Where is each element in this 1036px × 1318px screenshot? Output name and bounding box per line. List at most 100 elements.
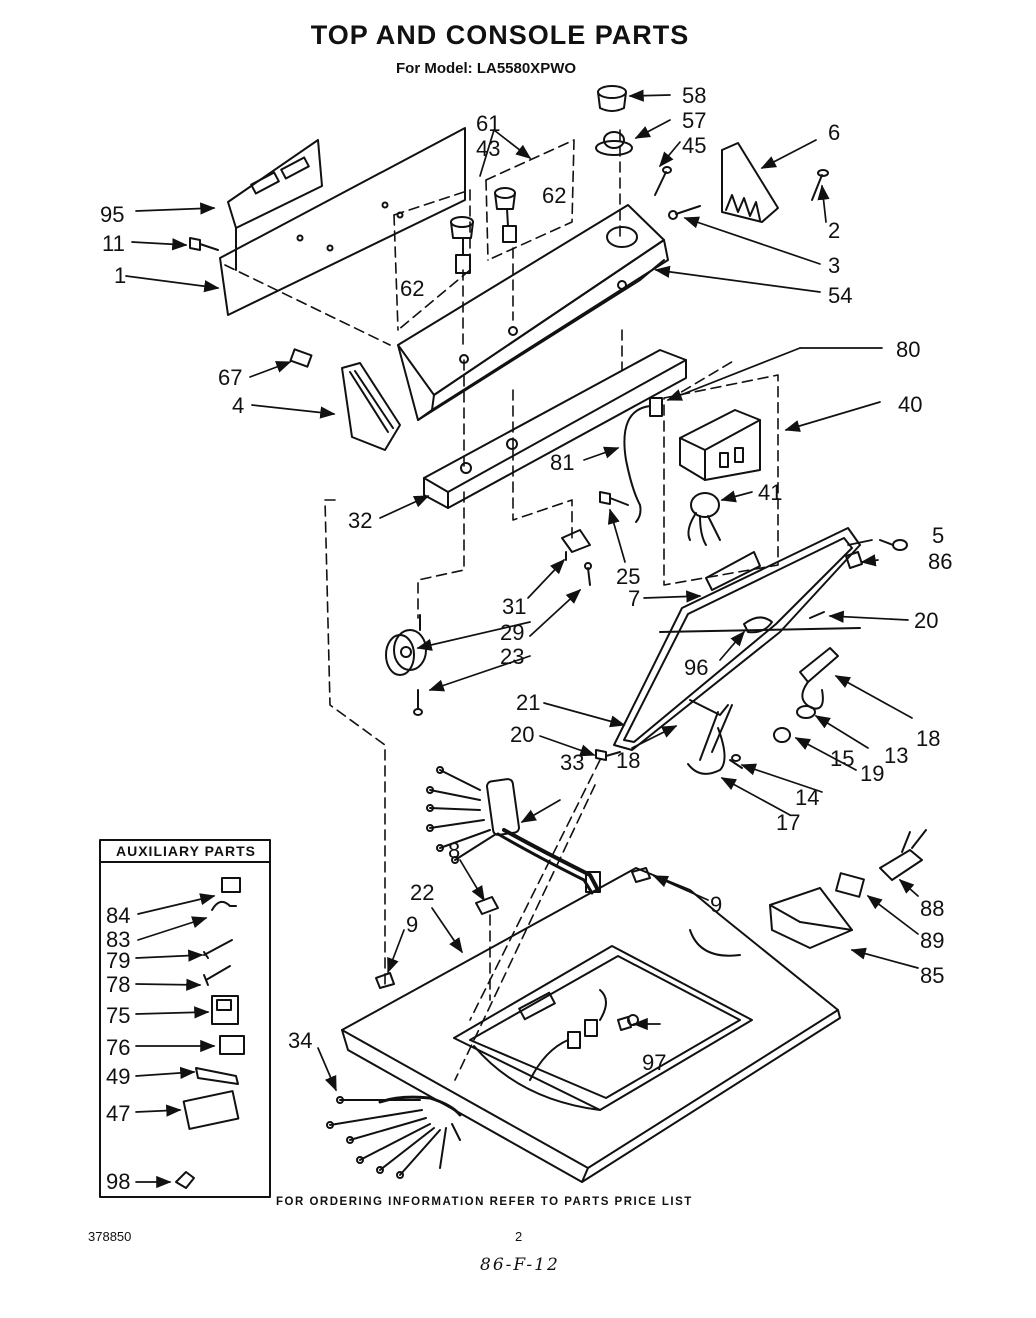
knob-58 — [597, 85, 627, 112]
callout-leaders — [125, 89, 919, 1189]
aux-callout-79: 79 — [106, 948, 130, 973]
callout-45: 45 — [682, 133, 706, 158]
callout-43: 43 — [476, 136, 500, 161]
callout-89: 89 — [920, 928, 944, 953]
clip-9 — [375, 867, 651, 989]
callout-86: 86 — [928, 549, 952, 574]
aux-callout-76: 76 — [106, 1035, 130, 1060]
page-title: TOP AND CONSOLE PARTS — [310, 20, 690, 50]
callout-13: 13 — [884, 743, 908, 768]
callout-4: 4 — [232, 393, 244, 418]
screw-2 — [811, 169, 829, 201]
callout-20-left: 20 — [510, 722, 534, 747]
callout-18-right: 18 — [916, 726, 940, 751]
aux-callout-84: 84 — [106, 903, 130, 928]
callout-1: 1 — [114, 263, 126, 288]
callout-57: 57 — [682, 108, 706, 133]
callout-9-left: 9 — [406, 912, 418, 937]
callout-97: 97 — [642, 1050, 666, 1075]
clip-8 — [475, 896, 499, 915]
bracket-85 — [769, 887, 853, 949]
aux-callout-98: 98 — [106, 1169, 130, 1194]
document-number: 378850 — [88, 1229, 132, 1244]
callout-67: 67 — [218, 365, 242, 390]
auxiliary-parts-title: AUXILIARY PARTS — [116, 843, 256, 859]
callout-19: 19 — [860, 761, 884, 786]
callout-61: 61 — [476, 111, 500, 136]
screw-11 — [189, 237, 219, 251]
aux-callout-49: 49 — [106, 1064, 130, 1089]
callout-14: 14 — [795, 785, 819, 810]
switch-88 — [879, 829, 927, 881]
bracket-32 — [423, 349, 687, 509]
callout-54: 54 — [828, 283, 852, 308]
knob-62 — [494, 187, 517, 243]
wire-81 — [623, 405, 651, 523]
callout-95: 95 — [100, 202, 124, 227]
callout-32: 32 — [348, 508, 372, 533]
callout-33: 33 — [560, 750, 584, 775]
cabinet-wiring — [529, 989, 607, 1081]
callout-96: 96 — [684, 655, 708, 680]
switch-assembly-40 — [679, 409, 761, 546]
assembly-guides — [224, 129, 779, 1081]
callout-85: 85 — [920, 963, 944, 988]
callout-80: 80 — [896, 337, 920, 362]
callout-29: 29 — [500, 620, 524, 645]
callout-5: 5 — [932, 523, 944, 548]
callout-3: 3 — [828, 253, 840, 278]
screw-25 — [599, 491, 629, 506]
clip-67 — [289, 348, 313, 368]
callout-9-right: 9 — [710, 892, 722, 917]
callout-18-left: 18 — [616, 748, 640, 773]
callout-25: 25 — [616, 564, 640, 589]
callout-15: 15 — [830, 746, 854, 771]
callout-2: 2 — [828, 218, 840, 243]
dial-57 — [595, 131, 633, 156]
callout-23: 23 — [500, 644, 524, 669]
screw-3 — [668, 205, 701, 220]
rear-console-panel — [219, 127, 466, 316]
ordering-note: FOR ORDERING INFORMATION REFER TO PARTS … — [276, 1196, 693, 1208]
clip-31 — [561, 529, 591, 561]
lid-bumper-96 — [743, 616, 773, 634]
callout-41: 41 — [758, 480, 782, 505]
switch-89 — [835, 872, 865, 898]
auxiliary-parts-box — [99, 839, 271, 1198]
timer-housing-6 — [721, 142, 779, 223]
screw-45 — [654, 166, 672, 196]
callout-81: 81 — [550, 450, 574, 475]
end-cap-4 — [341, 362, 401, 451]
wire-harness-33 — [426, 766, 601, 895]
aux-callout-78: 78 — [106, 972, 130, 997]
aux-callout-83: 83 — [106, 927, 130, 952]
callout-62-top: 62 — [542, 183, 566, 208]
screw-20 — [595, 611, 825, 761]
connector-80 — [649, 397, 663, 417]
model-line: For Model: LA5580XPWO — [396, 60, 577, 77]
callout-labels: 58 57 45 6 61 43 62 95 11 1 2 3 54 80 40… — [100, 83, 952, 1194]
callout-8: 8 — [448, 838, 460, 863]
callout-21: 21 — [516, 690, 540, 715]
aux-callout-47: 47 — [106, 1101, 130, 1126]
page-number: 2 — [515, 1229, 523, 1244]
callout-62-left: 62 — [400, 276, 424, 301]
callout-7: 7 — [628, 586, 640, 611]
console-top-54 — [397, 204, 669, 421]
screw-23a — [584, 562, 592, 586]
callout-58: 58 — [682, 83, 706, 108]
callout-40: 40 — [898, 392, 922, 417]
hinge-wires-18 — [687, 647, 839, 775]
aux-callout-75: 75 — [106, 1003, 130, 1028]
knob-43 — [450, 216, 474, 274]
wire-harness-34 — [326, 1095, 462, 1179]
callout-17: 17 — [776, 810, 800, 835]
callout-20-right: 20 — [914, 608, 938, 633]
callout-6: 6 — [828, 120, 840, 145]
callout-88: 88 — [920, 896, 944, 921]
callout-22: 22 — [410, 880, 434, 905]
handwritten-note: 86-F-12 — [480, 1255, 560, 1275]
callout-11: 11 — [102, 231, 125, 256]
